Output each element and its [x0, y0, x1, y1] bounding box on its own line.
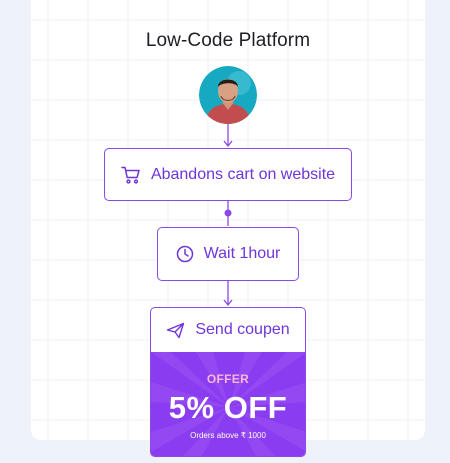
wait-label: Wait 1hour: [203, 245, 281, 262]
wait-node[interactable]: Wait 1hour: [157, 227, 299, 281]
send-coupon-header: Send coupen: [151, 308, 305, 352]
abandons-cart-node[interactable]: Abandons cart on website: [104, 148, 352, 201]
clock-icon: [176, 245, 194, 263]
send-coupon-node[interactable]: Send coupen OFFER 5% OFF Orders above ₹ …: [150, 307, 306, 457]
paper-plane-icon: [166, 322, 185, 339]
user-avatar: [199, 66, 257, 124]
offer-label: OFFER: [206, 372, 250, 386]
shopping-cart-icon: [121, 166, 141, 184]
offer-note: Orders above ₹ 1000: [190, 431, 266, 440]
offer-banner: OFFER 5% OFF Orders above ₹ 1000: [151, 352, 305, 456]
abandons-cart-label: Abandons cart on website: [150, 165, 336, 183]
offer-rays-decoration: [151, 352, 305, 456]
offer-value: 5% OFF: [168, 390, 288, 425]
send-coupon-label: Send coupen: [195, 321, 290, 338]
diagram-title: Low-Code Platform: [145, 30, 311, 51]
